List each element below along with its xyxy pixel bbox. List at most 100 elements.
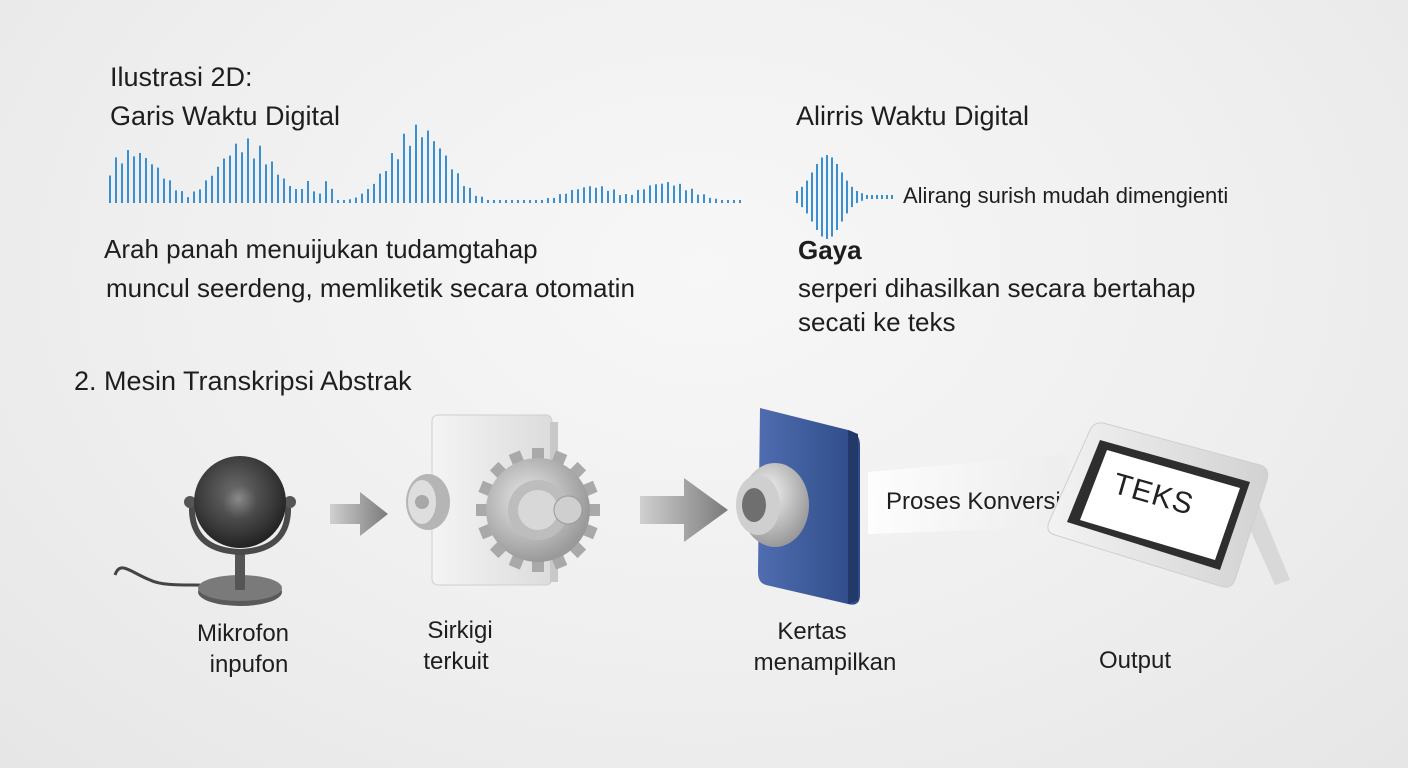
waveform-bar [235,143,237,203]
waveform-bar [861,193,863,201]
conversion-beam [868,454,1068,534]
waveform-bar [133,156,135,203]
waveform-bar [721,200,723,203]
left-title-line1: Ilustrasi 2D: [110,62,253,92]
waveform-bar [451,169,453,203]
waveform-bar [661,183,663,203]
waveform-bar [871,195,873,199]
waveform-bar [127,150,129,203]
gear-machine-icon [406,414,600,586]
waveform-bar [337,200,339,203]
waveform-bar [505,200,507,203]
waveform-bar [217,166,219,203]
waveform-bar [241,152,243,203]
waveform-bar [856,190,858,204]
lens-panel-icon [736,408,860,605]
waveform-bar [697,194,699,203]
waveform-bar [445,155,447,203]
left-title-line2: Garis Waktu Digital [110,101,341,131]
section2-heading: 2. Mesin Transkripsi Abstrak [74,366,412,396]
waveform-bar [841,172,843,222]
waveform-bar [301,189,303,203]
waveform-bar [229,155,231,203]
right-title: Alirris Waktu Digital [796,101,1030,131]
waveform-bar [739,200,741,203]
arrow-right-icon [640,478,728,542]
waveform-bar [145,158,147,203]
waveform-bar [163,178,165,203]
waveform-bar [361,193,363,203]
waveform-bar [691,188,693,203]
lens-label-line2: menampilkan [753,649,897,676]
waveform-bar [325,181,327,203]
microphone-icon [113,456,296,606]
waveform-bar [851,186,853,208]
waveform-bar [547,198,549,203]
waveform-bar [439,148,441,203]
gear-label-line1: Sirkigi [427,617,493,644]
waveform-bar [876,195,878,199]
waveform-bar [703,194,705,203]
right-wave-label: Alirang surish mudah dimengienti [903,183,1229,208]
display-screen-icon [1047,422,1290,588]
waveform-bar [631,194,633,203]
waveform-bar [409,145,411,203]
waveform-bar [891,195,893,199]
waveform-bar [541,200,543,203]
waveform-bar [277,174,279,203]
waveform-bar [553,197,555,203]
waveform-bar [886,195,888,199]
waveform-bar [577,189,579,203]
waveform-bar [796,190,798,204]
waveform-bar [673,185,675,203]
waveform-bar [193,191,195,203]
waveform-bar [253,158,255,203]
waveform-bar [205,180,207,203]
waveform-bar [866,195,868,199]
waveform-bar [379,173,381,203]
waveform-bar [247,138,249,203]
waveform-bar [727,200,729,203]
waveform-bar [331,188,333,203]
waveform-bar [319,193,321,203]
mic-label-line1: Mikrofon [196,620,290,647]
waveform-bar [169,180,171,203]
waveform-bar [709,197,711,203]
waveform-bar [607,190,609,203]
waveform-bar [583,187,585,203]
waveform-bar [211,175,213,203]
waveform-bar [289,185,291,203]
waveform-bar [415,124,417,203]
waveform-bar [679,183,681,203]
waveform-bar [433,141,435,203]
waveform-bar [637,189,639,203]
waveform-bar [655,184,657,203]
waveform-bar [493,200,495,203]
waveform-bar [427,130,429,203]
waveform-bar [391,153,393,203]
waveform-bar [121,163,123,203]
waveform-bar [881,195,883,199]
conversion-label: Proses Konversi [886,488,1061,515]
waveform-bar [259,145,261,203]
waveform-bar [469,187,471,203]
waveform-bar [559,194,561,203]
waveform-bar [529,200,531,203]
waveform-bar [109,175,111,203]
waveform-bar [836,164,838,230]
waveform-bar [355,197,357,203]
waveform-bar [373,183,375,203]
waveform-bar [475,195,477,203]
waveform-bar [457,173,459,203]
waveform-bar [589,186,591,203]
waveform-bar [511,200,513,203]
waveform-bar [349,199,351,203]
waveform-bar [619,195,621,203]
right-desc-line2: secati ke teks [798,307,956,337]
waveform-bar [685,190,687,203]
waveform-bar [733,200,735,203]
waveform-bar [523,200,525,203]
waveform-bar [601,186,603,203]
waveform-bar [403,133,405,203]
waveform-bar [343,200,345,203]
